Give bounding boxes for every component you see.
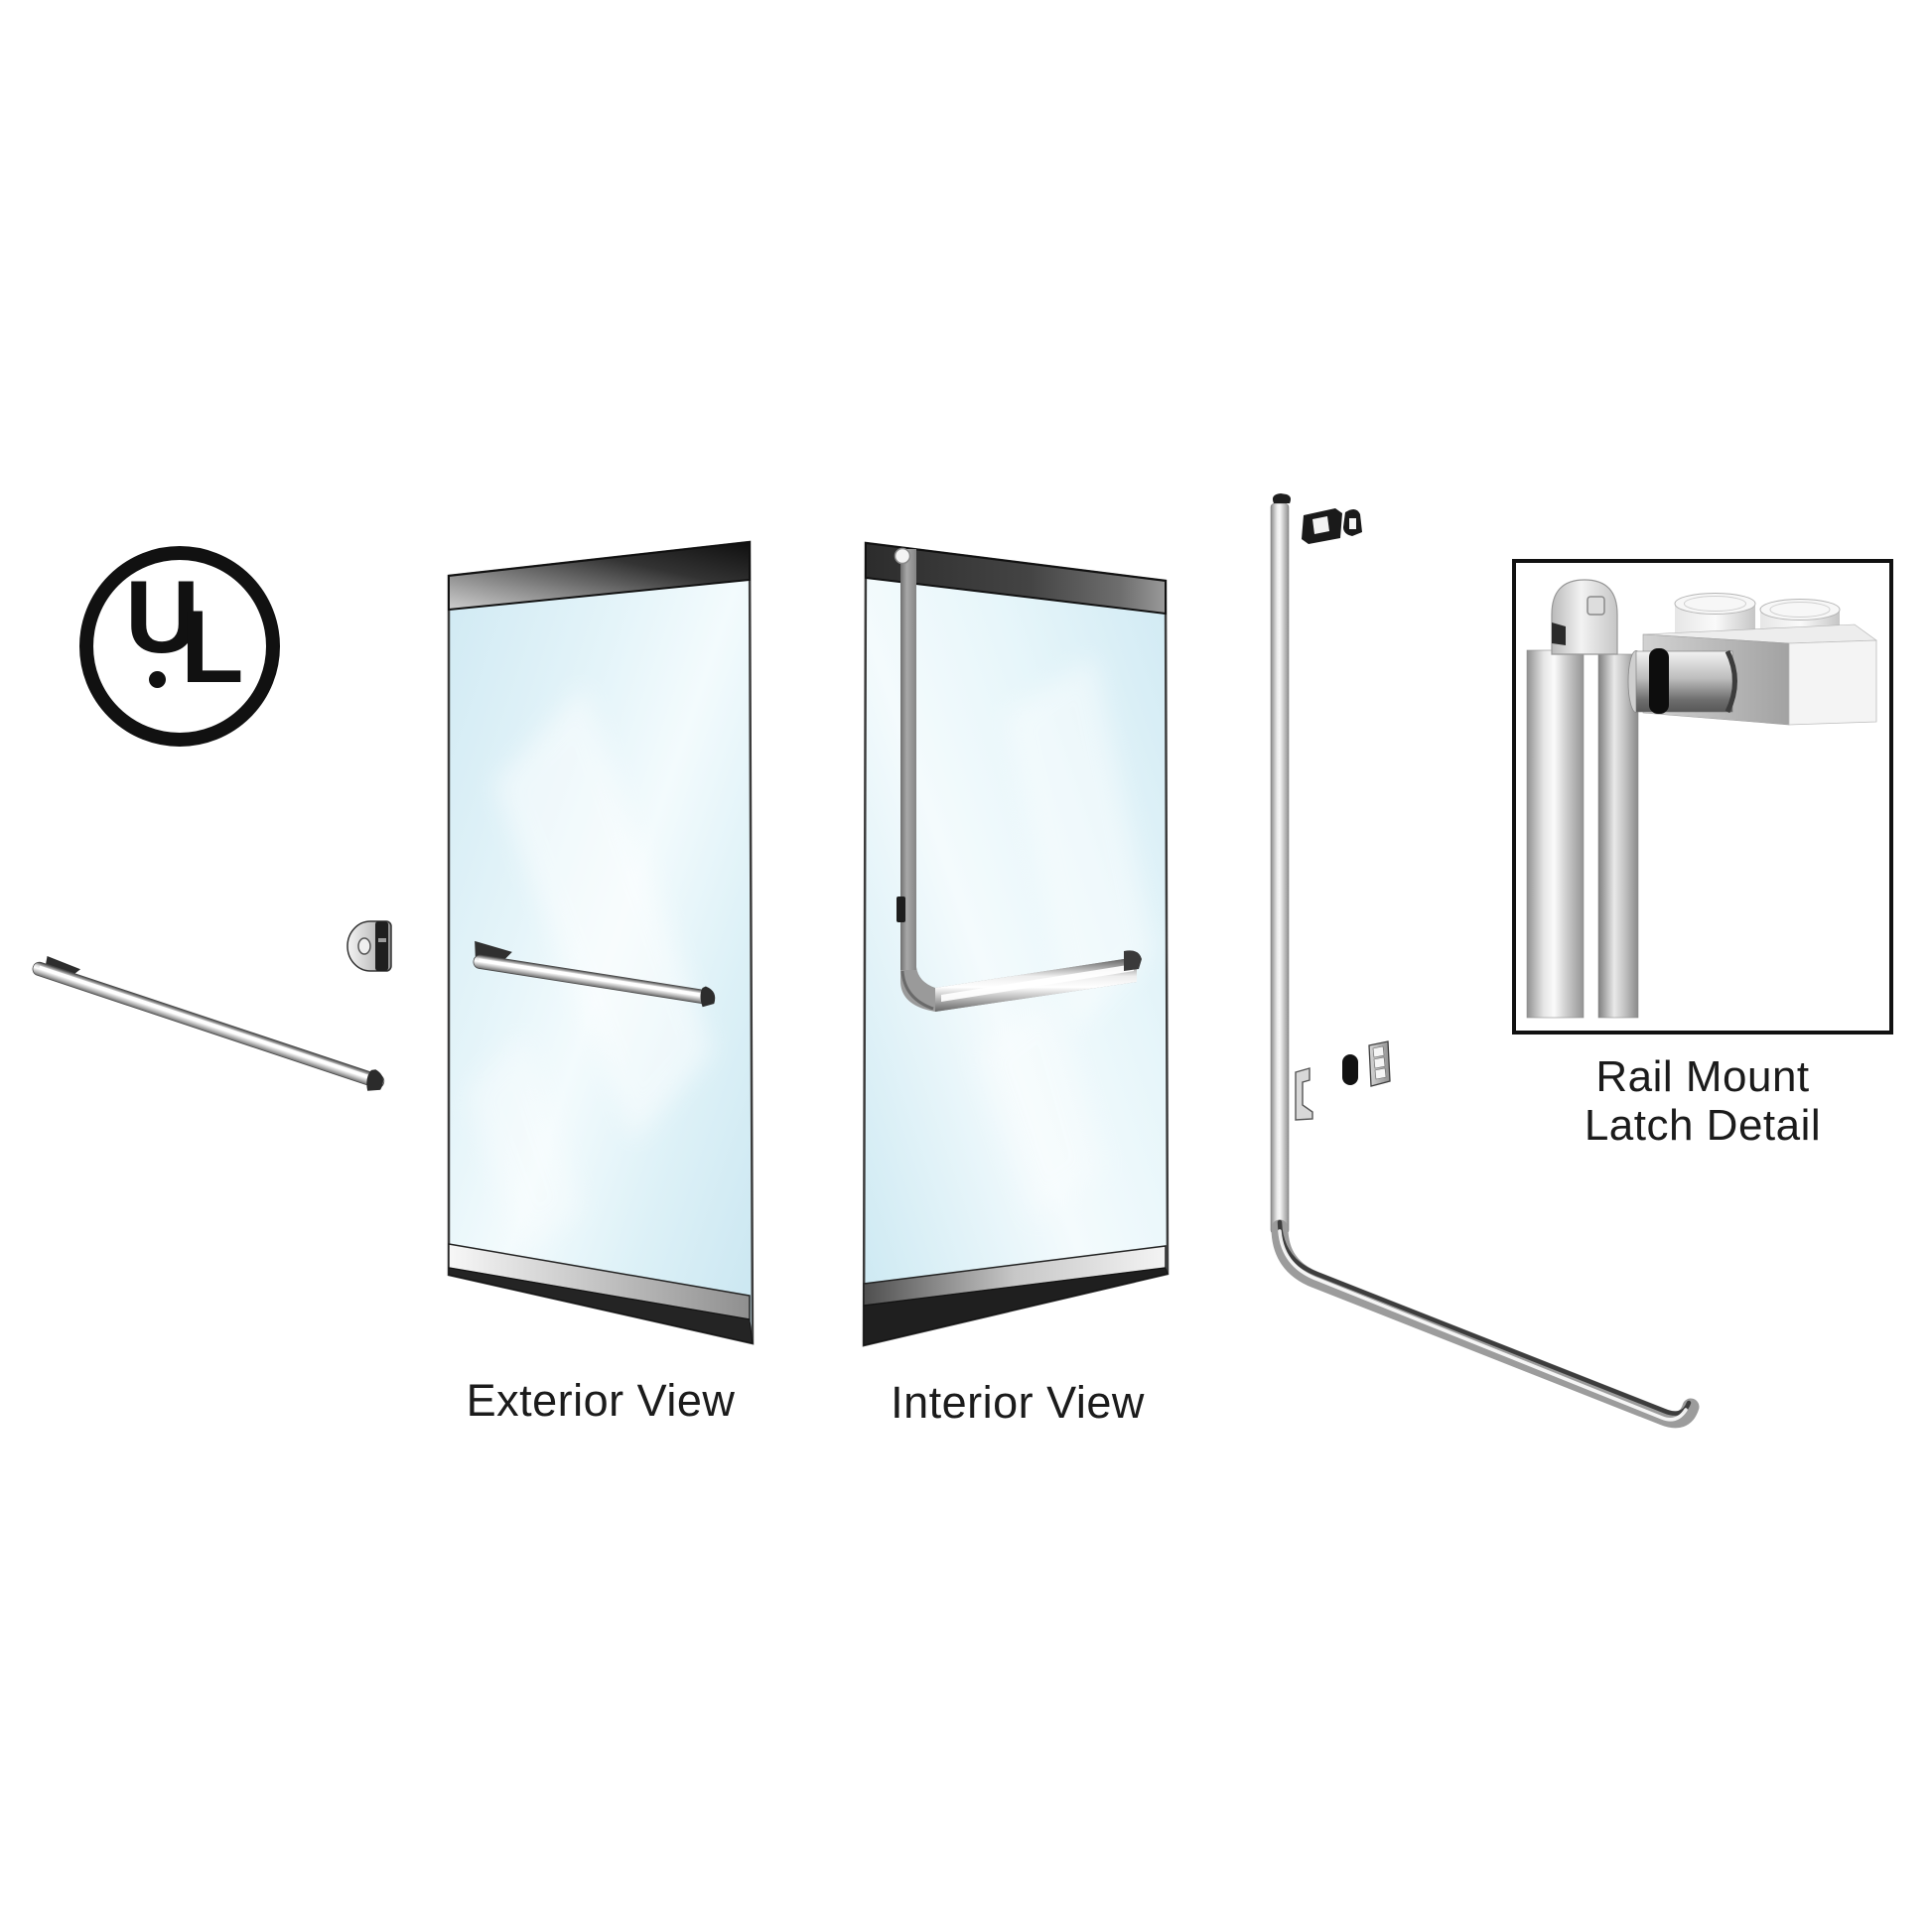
rail-mount-latch-detail-label: Rail Mount Latch Detail <box>1512 1052 1893 1150</box>
top-latch-icon <box>1302 508 1362 544</box>
ul-letter-l: L <box>181 590 244 705</box>
exterior-view-label: Exterior View <box>466 1375 736 1426</box>
top-pivot-icon <box>894 547 911 565</box>
panic-device-assembly-illustration <box>1270 493 1700 1429</box>
diagonal-push-bar-icon <box>1271 1219 1700 1429</box>
interior-view-label: Interior View <box>891 1377 1145 1428</box>
latch-bolt-cylinder-icon <box>1627 648 1737 714</box>
rail-mount-latch-detail-line2: Latch Detail <box>1584 1101 1822 1150</box>
exterior-door-bottom-rail <box>448 1243 754 1344</box>
exterior-door-pull-bar-icon <box>473 940 716 1008</box>
rail-tubes-icon <box>1526 649 1639 1019</box>
latch-pad-icon <box>1342 1054 1358 1085</box>
exterior-pull-bar-hardware-icon <box>32 920 392 1091</box>
rod-top-hook-icon <box>1272 493 1291 503</box>
rail-end-cap-icon <box>1551 579 1618 655</box>
interior-door-illustration <box>862 541 1170 1347</box>
rail-mount-latch-detail-photo <box>1526 579 1877 1019</box>
ul-letter-u: U <box>125 560 201 675</box>
exterior-door-glass <box>447 540 755 1345</box>
mount-bracket-icon <box>1295 1067 1313 1121</box>
strike-plate-icon <box>1368 1040 1391 1087</box>
rail-latch-parts-icons <box>1295 1040 1391 1121</box>
interior-door-top-rail <box>865 541 1167 616</box>
pull-bar-icon <box>32 955 385 1091</box>
latch-keeper-icon <box>346 920 392 972</box>
exterior-door-top-rail <box>448 540 751 612</box>
ul-certification-logo-icon: U L <box>79 546 280 747</box>
latch-bolt-icon <box>897 897 905 922</box>
ul-dot-icon <box>149 671 166 688</box>
panic-exit-bar-icon <box>894 547 1142 1012</box>
vertical-rod-icon <box>1270 493 1291 1235</box>
rail-mount-latch-detail-line1: Rail Mount <box>1595 1052 1810 1101</box>
rail-mount-latch-detail-inset <box>1512 559 1893 1035</box>
exterior-door-illustration <box>447 540 755 1345</box>
interior-door-bottom-rail <box>863 1245 1169 1346</box>
